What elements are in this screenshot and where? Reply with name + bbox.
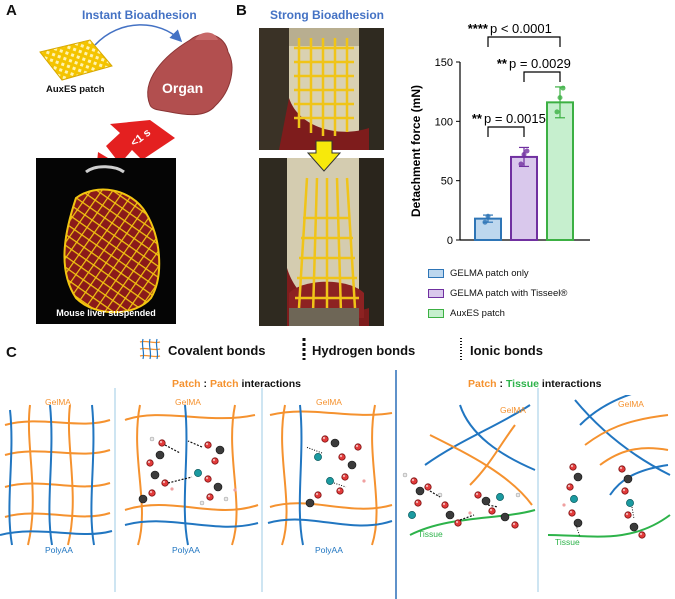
auxes-patch-illustration [39, 39, 113, 81]
legend-label-2: GELMA patch with Tisseel® [450, 288, 568, 299]
patch-tissue-sep: : [496, 378, 506, 390]
y-axis-label: Detachment force (mN) [409, 85, 423, 217]
hydrogen-bond-label: Hydrogen bonds [312, 343, 416, 358]
label-tissue-5: Tissue [555, 537, 580, 547]
molecules-2 [138, 436, 237, 506]
liver-photo: Mouse liver suspended [36, 158, 176, 324]
photo-caption: Mouse liver suspended [56, 308, 156, 318]
label-gelma-5: GelMA [618, 399, 644, 409]
patch-patch-title: Patch : Patch interactions [172, 378, 301, 390]
ionic-bond-icon [460, 338, 462, 360]
panel-a-title: Instant Bioadhesion [82, 8, 197, 22]
sig-bracket-2 [487, 36, 561, 47]
sig-bracket-0 [487, 126, 525, 137]
patch-tissue-part2: Tissue [505, 378, 540, 390]
panel-b-letter: B [236, 2, 247, 19]
network-2 [124, 404, 259, 546]
label-polyaa-1: PolyAA [45, 545, 73, 555]
label-polyaa-2: PolyAA [172, 545, 200, 555]
ionic-bond-label: Ionic bonds [470, 343, 543, 358]
patch-patch-part1: Patch [172, 378, 201, 390]
network-3 [267, 404, 393, 546]
label-tissue-4: Tissue [418, 529, 443, 539]
bar-2 [546, 101, 574, 241]
data-point-1-0 [518, 161, 524, 167]
down-arrow-icon [306, 140, 342, 172]
hydrogen-bond-icon [302, 338, 306, 360]
label-polyaa-3: PolyAA [315, 545, 343, 555]
organ-illustration [147, 33, 233, 116]
patch-tissue-rest: interactions [539, 378, 602, 390]
data-point-2-1 [557, 95, 563, 101]
panel-b-title: Strong Bioadhesion [270, 8, 384, 22]
label-gelma-4: GelMA [500, 405, 526, 415]
patch-tissue-part1: Patch [468, 378, 497, 390]
legend-label-1: GELMA patch only [450, 268, 529, 279]
covalent-bond-label: Covalent bonds [168, 343, 266, 358]
covalent-bond-icon [139, 338, 161, 360]
organ-label: Organ [162, 80, 204, 96]
sig-text-1: p = 0.0029 [509, 56, 571, 71]
panel-c-dividers [114, 370, 539, 599]
molecules-3 [305, 435, 366, 508]
sig-stars-0: ** [472, 111, 483, 126]
sig-bracket-1 [523, 71, 561, 82]
label-gelma-2: GelMA [175, 397, 201, 407]
panel-a-letter: A [6, 2, 17, 19]
y-tick-label-2: 100 [435, 116, 453, 128]
legend-item-2: GELMA patch with Tisseel® [428, 288, 567, 299]
label-gelma-3: GelMA [316, 397, 342, 407]
sig-stars-1: ** [497, 56, 508, 71]
patch-patch-part2: Patch [209, 378, 239, 390]
label-gelma-1: GelMA [45, 397, 71, 407]
patch-tissue-title: Patch : Tissue interactions [468, 378, 601, 390]
network-1 [0, 404, 113, 546]
data-point-2-2 [560, 85, 566, 91]
network-4 [409, 404, 536, 536]
legend-item-1: GELMA patch only [428, 268, 529, 279]
data-point-1-2 [524, 148, 530, 154]
panel-c-schematics: GelMA PolyAA GelMA PolyAA [0, 395, 671, 555]
patch-patch-rest: interactions [238, 378, 301, 390]
legend-swatch-1 [428, 269, 444, 278]
y-tick-label-3: 150 [435, 57, 453, 69]
sig-text-0: p = 0.0015 [484, 111, 546, 126]
patch-patch-sep: : [200, 378, 210, 390]
network-5 [547, 395, 671, 538]
y-tick-label-1: 50 [441, 176, 453, 188]
panel-c-letter: C [6, 344, 17, 361]
sig-text-2: p < 0.0001 [490, 21, 552, 36]
adhesion-photo-bottom [259, 158, 384, 326]
y-tick-label-0: 0 [447, 235, 453, 247]
patch-label: AuxES patch [46, 84, 105, 95]
adhesion-photo-top [259, 28, 384, 150]
data-point-0-1 [485, 213, 491, 219]
legend-swatch-2 [428, 289, 444, 298]
curved-arrow-icon [94, 24, 183, 46]
legend-label-3: AuxES patch [450, 308, 505, 319]
legend-item-3: AuxES patch [428, 308, 505, 319]
bar-1 [510, 155, 538, 241]
data-point-0-0 [482, 219, 488, 225]
data-point-2-0 [554, 109, 560, 115]
sig-stars-2: **** [468, 21, 489, 36]
legend-swatch-3 [428, 309, 444, 318]
data-point-1-1 [521, 152, 527, 158]
